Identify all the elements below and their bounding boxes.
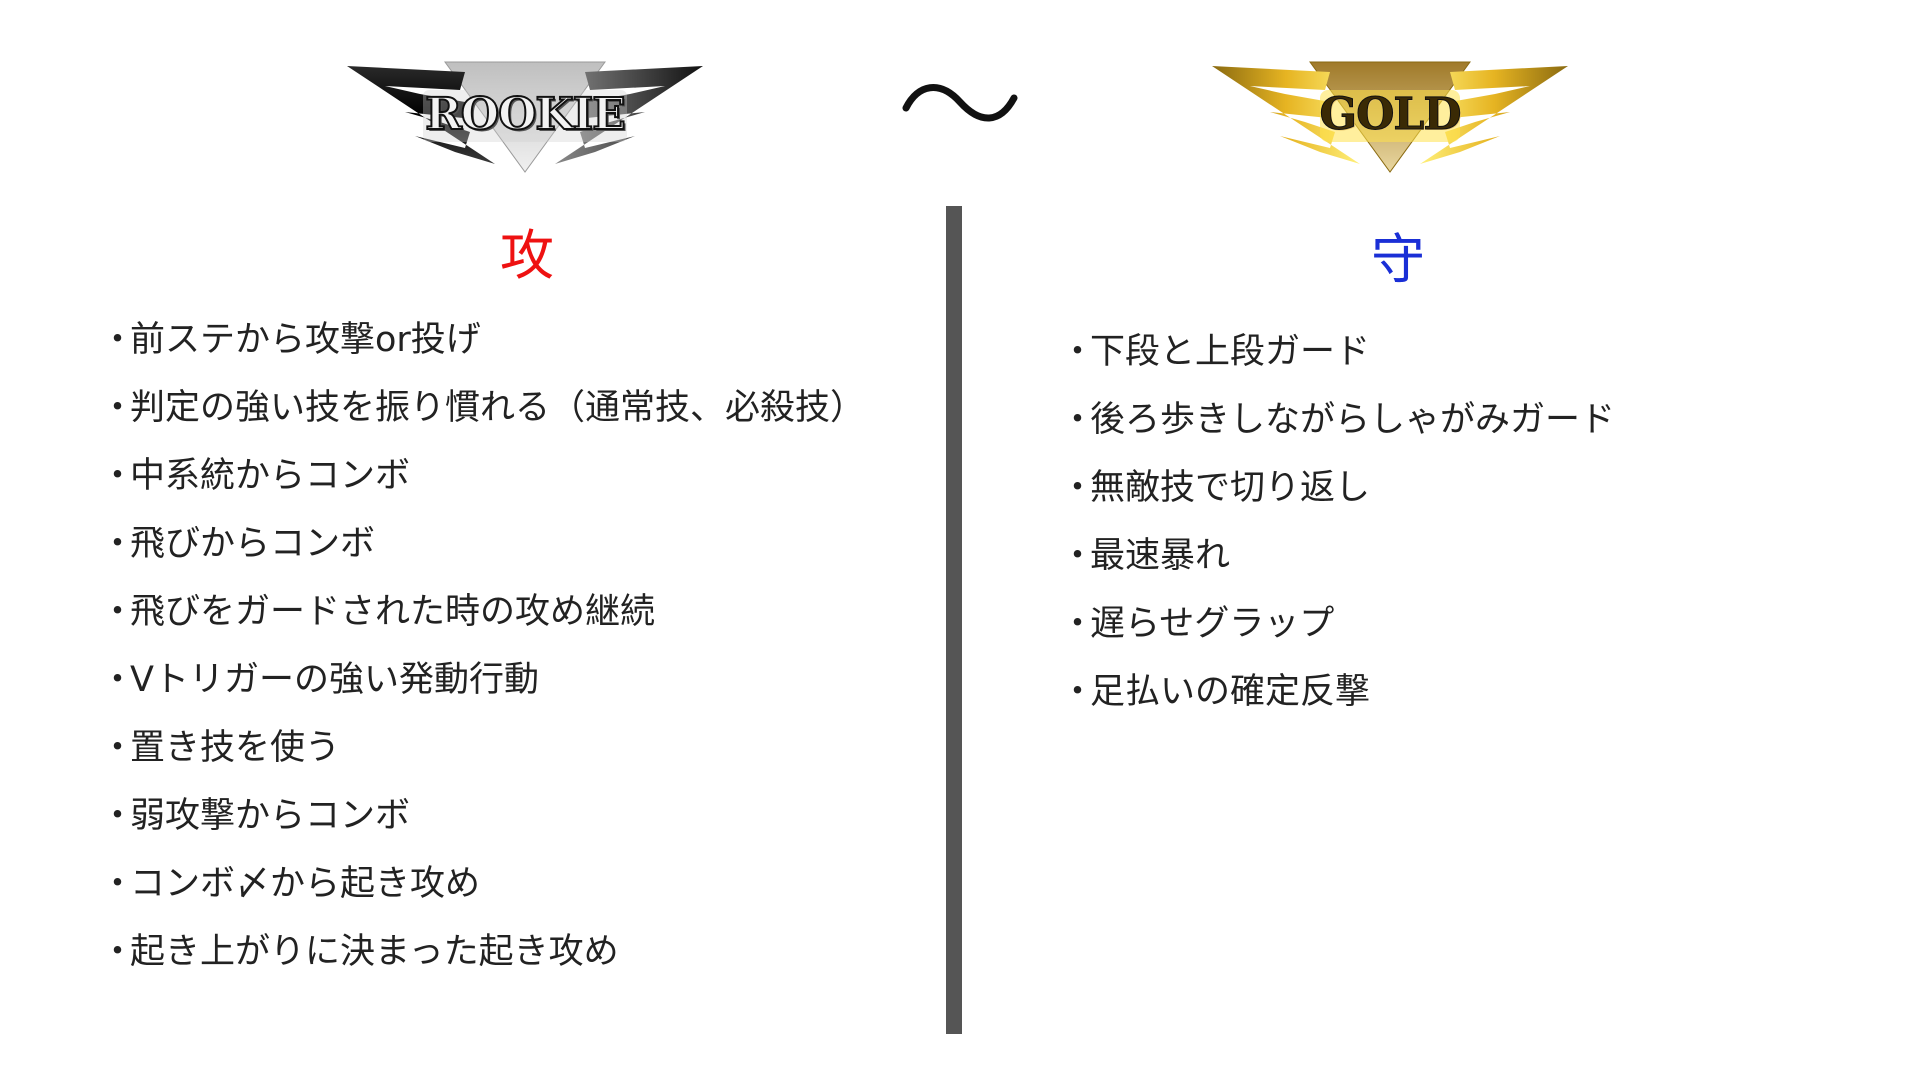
bullet: ・ — [100, 456, 136, 496]
list-item: ・コンボ〆から起き攻め — [100, 850, 865, 918]
column-divider — [946, 206, 962, 1034]
bullet: ・ — [1060, 400, 1096, 440]
defense-item-text: 足払いの確定反撃 — [1090, 672, 1371, 712]
attack-item-text: 中系統からコンボ — [130, 456, 411, 496]
tilde-separator-icon — [902, 84, 1018, 122]
list-item: ・弱攻撃からコンボ — [100, 782, 865, 850]
list-item: ・後ろ歩きしながらしゃがみガード — [1060, 386, 1615, 454]
attack-item-text: 前ステから攻撃or投げ — [130, 320, 481, 360]
bullet: ・ — [100, 796, 136, 836]
list-item: ・下段と上段ガード — [1060, 318, 1615, 386]
list-item: ・無敵技で切り返し — [1060, 454, 1615, 522]
list-item: ・足払いの確定反撃 — [1060, 658, 1615, 726]
list-item: ・飛びをガードされた時の攻め継続 — [100, 578, 865, 646]
bullet: ・ — [100, 524, 136, 564]
list-item: ・置き技を使う — [100, 714, 865, 782]
list-item: ・起き上がりに決まった起き攻め — [100, 918, 865, 986]
defense-item-text: 下段と上段ガード — [1090, 332, 1371, 372]
bullet: ・ — [100, 864, 136, 904]
defense-item-text: 最速暴れ — [1090, 536, 1231, 576]
gold-wings-icon — [1212, 61, 1568, 173]
rookie-rank-badge: ROOKIE — [345, 60, 705, 175]
attack-item-text: 弱攻撃からコンボ — [130, 796, 411, 836]
bullet: ・ — [1060, 672, 1096, 712]
attack-item-text: 飛びをガードされた時の攻め継続 — [130, 592, 656, 632]
gold-rank-badge: GOLD — [1210, 60, 1570, 175]
list-item: ・遅らせグラップ — [1060, 590, 1615, 658]
attack-list: ・前ステから攻撃or投げ ・判定の強い技を振り慣れる（通常技、必殺技） ・中系統… — [100, 306, 865, 986]
attack-item-text: 判定の強い技を振り慣れる（通常技、必殺技） — [130, 388, 866, 428]
attack-item-text: 起き上がりに決まった起き攻め — [130, 932, 619, 972]
defense-heading: 守 — [1371, 228, 1425, 291]
defense-item-text: 後ろ歩きしながらしゃがみガード — [1090, 400, 1616, 440]
bullet: ・ — [1060, 604, 1096, 644]
bullet: ・ — [100, 388, 136, 428]
attack-item-text: Vトリガーの強い発動行動 — [130, 660, 539, 700]
defense-item-text: 無敵技で切り返し — [1090, 468, 1371, 508]
list-item: ・中系統からコンボ — [100, 442, 865, 510]
bullet: ・ — [1060, 536, 1096, 576]
list-item: ・判定の強い技を振り慣れる（通常技、必殺技） — [100, 374, 865, 442]
list-item: ・最速暴れ — [1060, 522, 1615, 590]
bullet: ・ — [1060, 468, 1096, 508]
attack-item-text: 飛びからコンボ — [130, 524, 376, 564]
rookie-badge-label: ROOKIE — [424, 88, 627, 141]
bullet: ・ — [100, 728, 136, 768]
bullet: ・ — [100, 320, 136, 360]
bullet: ・ — [100, 932, 136, 972]
attack-item-text: コンボ〆から起き攻め — [130, 864, 481, 904]
gold-badge-label: GOLD — [1319, 89, 1462, 141]
rookie-wings-icon — [347, 61, 703, 173]
list-item: ・飛びからコンボ — [100, 510, 865, 578]
list-item: ・前ステから攻撃or投げ — [100, 306, 865, 374]
defense-item-text: 遅らせグラップ — [1090, 604, 1335, 644]
bullet: ・ — [100, 660, 136, 700]
defense-list: ・下段と上段ガード ・後ろ歩きしながらしゃがみガード ・無敵技で切り返し ・最速… — [1060, 318, 1615, 726]
list-item: ・Vトリガーの強い発動行動 — [100, 646, 865, 714]
bullet: ・ — [1060, 332, 1096, 372]
attack-item-text: 置き技を使う — [130, 728, 341, 768]
attack-heading: 攻 — [500, 224, 554, 287]
bullet: ・ — [100, 592, 136, 632]
